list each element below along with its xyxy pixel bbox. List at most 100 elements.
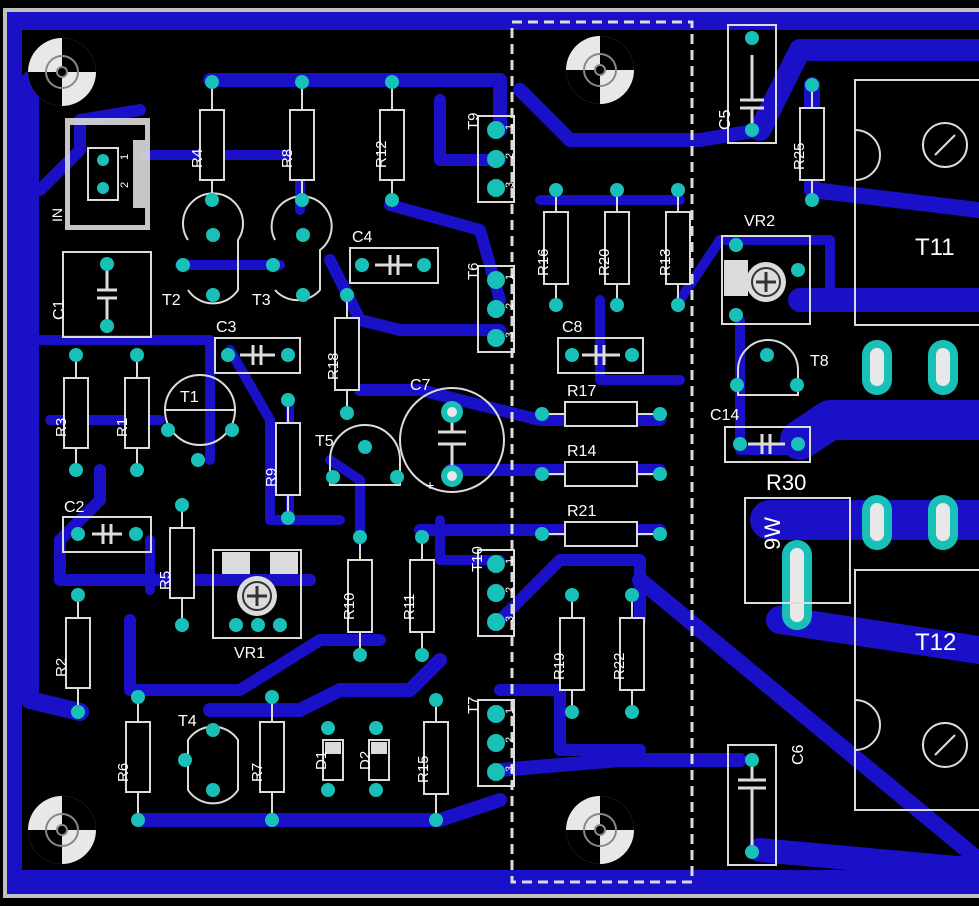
- c7-label: C7: [410, 377, 431, 394]
- r5-label: R5: [157, 571, 174, 590]
- r12-label: R12: [373, 140, 390, 168]
- r25-label: R25: [791, 142, 808, 170]
- t6-pin1: 1: [504, 274, 516, 280]
- t11-label: T11: [915, 234, 955, 261]
- t7-pin1: 1: [504, 708, 516, 714]
- t9-label: T9: [465, 112, 482, 130]
- resistors: [63, 82, 825, 820]
- vr2-label: VR2: [744, 213, 775, 230]
- r8-label: R8: [279, 149, 296, 168]
- capacitor-c14: C14: [710, 407, 811, 463]
- vr1-label: VR1: [234, 645, 265, 662]
- r22-label: R22: [611, 652, 628, 680]
- mounting-hole-icon: [28, 796, 96, 864]
- header-t6: 1 2 3 T6: [465, 262, 516, 353]
- in-pin2-label: 2: [119, 182, 131, 188]
- r10-label: R10: [341, 592, 358, 620]
- r11-label: R11: [401, 594, 418, 620]
- r30-label: R30: [766, 470, 806, 495]
- r13-label: R13: [657, 248, 674, 276]
- r1-label: R1: [114, 418, 131, 437]
- r4-label: R4: [189, 149, 206, 168]
- r19-label: R19: [551, 652, 568, 680]
- c8-label: C8: [562, 319, 583, 336]
- t3-label: T3: [252, 292, 271, 309]
- t7-pin3: 3: [504, 766, 516, 772]
- trimmer-vr2: VR2: [721, 213, 811, 325]
- resistor-r30: R30 9W: [744, 470, 851, 604]
- mounting-hole-icon: [566, 36, 634, 104]
- t7-pin2: 2: [504, 737, 516, 743]
- r18-label: R18: [325, 352, 342, 380]
- r7-label: R7: [249, 763, 266, 782]
- heatsink-zone-outline: [510, 20, 694, 884]
- d2-label: D2: [357, 751, 374, 770]
- capacitor-c7: C7 +: [399, 377, 505, 493]
- t2-label: T2: [162, 292, 181, 309]
- c7-plus-label: +: [426, 477, 434, 493]
- t5-label: T5: [315, 433, 334, 450]
- c2-label: C2: [64, 499, 85, 516]
- r30-power-label: 9W: [760, 517, 785, 550]
- r3-label: R3: [53, 418, 70, 437]
- header-t10: 1 2 3 T10: [469, 546, 516, 637]
- t6-pin2: 2: [504, 303, 516, 309]
- screw-hole-icon: [922, 722, 968, 768]
- capacitor-c5: C5: [717, 24, 777, 144]
- capacitor-c6: C6: [727, 744, 807, 866]
- t9-pin1: 1: [504, 124, 516, 130]
- c1-label: C1: [51, 299, 68, 320]
- t9-pin2: 2: [504, 153, 516, 159]
- c6-label: C6: [790, 744, 807, 765]
- capacitor-c1: C1: [51, 251, 152, 338]
- in-pin1-label: 1: [119, 154, 131, 160]
- input-connector: 1 2 IN: [49, 118, 150, 230]
- t10-pin2: 2: [504, 587, 516, 593]
- mounting-hole-icon: [28, 38, 96, 106]
- mounting-hole-icon: [566, 796, 634, 864]
- capacitor-c2: C2: [62, 499, 152, 553]
- header-t7: 1 2 3 T7: [465, 696, 516, 787]
- t10-pin3: 3: [504, 616, 516, 622]
- r9-label: R9: [263, 468, 280, 487]
- pads: [69, 31, 819, 859]
- t7-label: T7: [465, 696, 482, 714]
- capacitor-c4: C4: [349, 229, 439, 284]
- r6-label: R6: [115, 763, 132, 782]
- power-transistor-t11: T11: [854, 79, 979, 326]
- r15-label: R15: [415, 755, 432, 783]
- capacitor-c8: C8: [557, 319, 644, 374]
- r20-label: R20: [596, 248, 613, 276]
- power-transistor-t12: T12: [854, 569, 979, 811]
- capacitor-c3: C3: [214, 319, 301, 374]
- diodes: D1 D2: [313, 739, 390, 781]
- t6-pin3: 3: [504, 332, 516, 338]
- c5-label: C5: [717, 109, 734, 130]
- in-label: IN: [49, 208, 65, 222]
- header-t9: 1 2 3 T9: [465, 112, 516, 203]
- t6-label: T6: [465, 262, 482, 280]
- c3-label: C3: [216, 319, 237, 336]
- r21-label: R21: [567, 503, 596, 520]
- t12-label: T12: [915, 629, 956, 656]
- mounting-holes: [28, 36, 634, 864]
- transistor-labels: T2 T3 T1 T5 T4 T8: [162, 292, 829, 730]
- t8-label: T8: [810, 353, 829, 370]
- r2-label: R2: [53, 658, 70, 677]
- screw-hole-icon: [922, 122, 968, 168]
- r17-label: R17: [567, 383, 596, 400]
- t4-label: T4: [178, 713, 197, 730]
- t9-pin3: 3: [504, 182, 516, 188]
- c14-label: C14: [710, 407, 739, 424]
- c4-label: C4: [352, 229, 373, 246]
- r16-label: R16: [535, 248, 552, 276]
- trimmer-vr1: VR1: [212, 549, 302, 662]
- r14-label: R14: [567, 443, 596, 460]
- resistor-labels: R4 R8 R12 R3 R1 R2 R5 R6 R7 R9 R18 R10 R…: [53, 140, 808, 783]
- t10-pin1: 1: [504, 558, 516, 564]
- pad-holes: [447, 407, 457, 481]
- t10-label: T10: [469, 546, 486, 572]
- d1-label: D1: [313, 751, 330, 770]
- t1-label: T1: [180, 389, 199, 406]
